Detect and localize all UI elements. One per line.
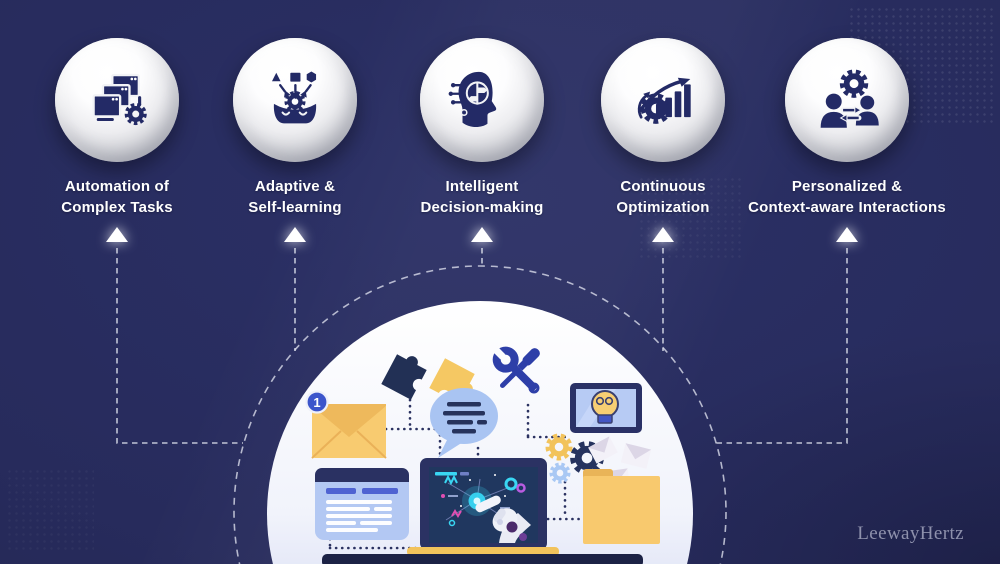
document-window-icon [315,468,409,540]
feature-label-line1: Intelligent [445,178,519,195]
feature-sphere [601,38,725,162]
feature-sphere [785,38,909,162]
feature-label-line1: Personalized & [791,178,903,195]
feature-label: Automation of Complex Tasks [61,176,173,218]
laptop-robot-hand-icon [407,458,559,556]
up-arrow-icon [106,227,128,242]
feature-automation: Automation of Complex Tasks [0,38,237,242]
chat-bubble-icon [430,388,498,458]
feature-label: Continuous Optimization [616,176,709,218]
notification-badge: 1 [305,390,329,414]
brand-logo: LeewayHertz [857,523,964,544]
feature-label-line2: Context-aware Interactions [748,199,946,216]
feature-personalized: Personalized & Context-aware Interaction… [727,38,967,242]
wrench-screwdriver-icon [492,346,540,394]
up-arrow-icon [284,227,306,242]
feature-sphere [420,38,544,162]
svg-text:1: 1 [313,395,320,410]
feature-sphere [55,38,179,162]
feature-label: Intelligent Decision-making [420,176,543,218]
inner-dotted-connectors [328,398,585,550]
feature-label-line2: Decision-making [420,199,544,216]
stacked-windows-gear-icon [92,73,156,139]
ai-head-signpost-icon [448,71,497,128]
up-arrow-icon [836,227,858,242]
feature-label-line1: Automation of [64,178,170,195]
feature-label-line2: Complex Tasks [61,199,173,216]
feature-intelligent: Intelligent Decision-making [362,38,602,242]
feature-label: Personalized & Context-aware Interaction… [748,176,946,218]
shapes-to-learning-basket-icon [271,71,317,124]
folder-mail-icon [583,436,660,544]
desk-bar [322,554,643,564]
feature-label-line2: Self-learning [248,199,342,216]
up-arrow-icon [471,227,493,242]
envelope-icon [311,404,387,459]
feature-optimization: Continuous Optimization [543,38,783,242]
growth-chart-gear-icon [637,77,691,139]
feature-adaptive: Adaptive & Self-learning [175,38,415,242]
up-arrow-icon [652,227,674,242]
feature-label-line2: Optimization [616,199,710,216]
dashed-ring [233,265,727,564]
people-exchange-gear-icon [820,61,879,128]
feature-sphere [233,38,357,162]
dashed-connector-lines [116,248,848,444]
lightbulb-monitor-icon [570,383,642,433]
feature-label-line1: Continuous [620,178,706,195]
feature-label-line1: Adaptive & [254,178,336,195]
feature-label: Adaptive & Self-learning [248,176,341,218]
